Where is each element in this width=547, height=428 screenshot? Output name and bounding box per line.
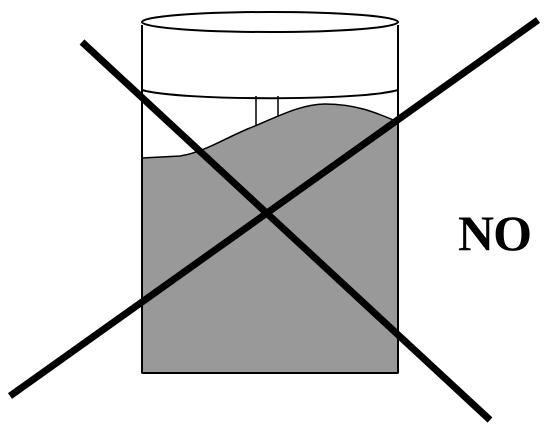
cross-line-ascending — [7, 17, 541, 399]
jar-contents — [141, 103, 399, 374]
jar-lid-bottom — [141, 89, 399, 100]
x-cross-icon — [7, 17, 541, 423]
no-label: NO — [458, 205, 532, 261]
jar-lid-top — [141, 11, 399, 33]
cross-line-descending — [79, 39, 493, 423]
